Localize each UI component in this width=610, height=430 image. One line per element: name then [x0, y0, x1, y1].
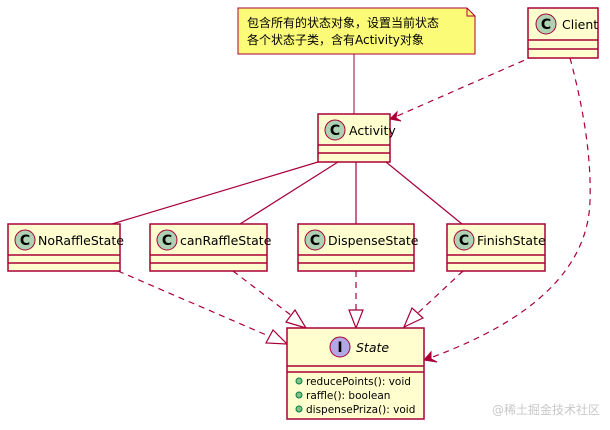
- realize-noraffle-state: [117, 270, 272, 338]
- class-stereotype-icon: [156, 229, 178, 251]
- assoc-activity-canraffle: [239, 161, 339, 225]
- class-name-finish: FinishState: [477, 233, 546, 248]
- assoc-activity-noraffle: [111, 161, 319, 225]
- class-dispense-state: C DispenseState: [297, 223, 419, 272]
- class-stereotype-icon: [535, 13, 557, 35]
- class-name-activity: Activity: [349, 123, 396, 138]
- class-canraffle-state: C canRaffleState: [149, 223, 272, 272]
- interface-name-state: State: [356, 340, 389, 355]
- class-stereotype-letter: C: [541, 17, 551, 33]
- class-stereotype-letter: C: [162, 233, 172, 249]
- class-client: C Client: [527, 7, 599, 59]
- class-name-dispense: DispenseState: [328, 233, 419, 248]
- class-stereotype-icon: [324, 119, 346, 141]
- realize-finish-triangle: [402, 306, 425, 329]
- interface-state: I State reducePoints(): void raffle(): b…: [286, 327, 425, 420]
- realize-finish-state: [417, 270, 464, 314]
- client-state-arrowhead: [423, 350, 438, 363]
- watermark: @稀土掘金技术社区: [492, 402, 600, 417]
- class-name-client: Client: [562, 17, 598, 32]
- method-raffle: raffle(): boolean: [306, 390, 390, 402]
- realize-canraffle-triangle: [285, 308, 308, 330]
- interface-stereotype-icon: [329, 336, 351, 358]
- public-visibility-icon: [295, 377, 303, 385]
- class-noraffle-state: C NoRaffleState: [7, 223, 124, 272]
- method-dispense-priza: dispensePriza(): void: [306, 404, 415, 416]
- class-stereotype-icon: [304, 229, 326, 251]
- class-finish-state: C FinishState: [446, 223, 546, 272]
- public-visibility-icon: [295, 405, 303, 413]
- assoc-activity-finish: [385, 161, 463, 225]
- client-activity-dependency: [394, 55, 535, 118]
- note: 包含所有的状态对象，设置当前状态 各个状态子类，含有Activity对象: [237, 7, 476, 55]
- realize-canraffle-state: [232, 270, 293, 317]
- realize-noraffle-triangle: [265, 329, 289, 345]
- class-stereotype-icon: [453, 229, 475, 251]
- class-activity: C Activity: [317, 113, 396, 163]
- class-name-canraffle: canRaffleState: [180, 233, 272, 248]
- client-state-dependency: [429, 57, 591, 359]
- class-name-noraffle: NoRaffleState: [38, 233, 124, 248]
- class-stereotype-letter: C: [330, 123, 340, 139]
- interface-stereotype-letter: I: [337, 340, 342, 356]
- class-stereotype-icon: [14, 229, 36, 251]
- public-visibility-icon: [295, 391, 303, 399]
- class-stereotype-letter: C: [20, 233, 30, 249]
- class-stereotype-letter: C: [459, 233, 469, 249]
- realize-dispense-triangle: [348, 309, 364, 330]
- note-line-1: 包含所有的状态对象，设置当前状态: [247, 15, 439, 30]
- class-stereotype-letter: C: [310, 233, 320, 249]
- note-line-2: 各个状态子类，含有Activity对象: [247, 32, 424, 47]
- method-reduce-points: reducePoints(): void: [306, 376, 411, 388]
- client-activity-arrowhead: [388, 110, 402, 122]
